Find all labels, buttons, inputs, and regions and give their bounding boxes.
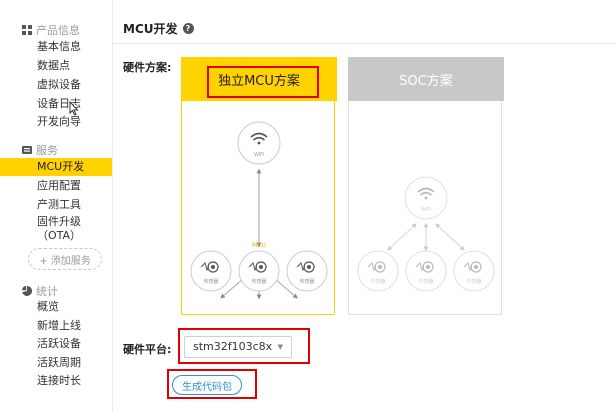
sensor-node: 传感器 — [453, 250, 495, 292]
sidebar-group-services: 服务 — [22, 142, 58, 158]
sidebar-item-firmware-ota[interactable]: 固件升级 （OTA） — [0, 214, 112, 244]
sensor-node: 传感器 — [238, 250, 280, 292]
sidebar-item-basic-info[interactable]: 基本信息 — [37, 40, 81, 53]
sidebar-item-dev-wizard[interactable]: 开发向导 — [37, 115, 81, 128]
soc-scheme-card[interactable]: SOC方案 WiFi 传感器 传感器 — [348, 57, 504, 315]
wifi-icon — [250, 132, 268, 145]
sidebar-group-title: 服务 — [36, 144, 58, 157]
sidebar: 产品信息 基本信息 数据点 虚拟设备 设备日志 开发向导 服务 MCU开发 应用… — [0, 0, 113, 411]
wifi-icon — [417, 187, 435, 200]
hardware-platform-select[interactable]: stm32f103c8x ▼ — [184, 336, 292, 358]
sensor-label: 传感器 — [466, 278, 481, 285]
sidebar-item-device-log[interactable]: 设备日志 — [37, 97, 81, 110]
sensor-icon — [374, 261, 386, 273]
pie-chart-icon — [22, 286, 32, 296]
sensor-node: 传感器 — [405, 250, 447, 292]
mcu-card-header: 独立MCU方案 — [181, 57, 337, 101]
title-divider — [113, 43, 616, 44]
sensor-node: 传感器 — [190, 250, 232, 292]
sidebar-item-mcu-dev[interactable]: MCU开发 — [0, 158, 112, 176]
sensor-label: 传感器 — [251, 278, 266, 285]
sidebar-item-datapoints[interactable]: 数据点 — [37, 59, 70, 72]
mouse-cursor-icon — [69, 101, 79, 116]
soc-sensor-link — [387, 223, 417, 251]
soc-architecture-diagram: WiFi 传感器 传感器 传感器 — [357, 176, 495, 292]
sensor-icon — [422, 261, 434, 273]
wifi-node-label: WiFi — [254, 152, 264, 158]
sensor-label: 传感器 — [370, 278, 385, 285]
mcu-card-title: 独立MCU方案 — [218, 73, 300, 89]
soc-sensor-link — [435, 223, 465, 251]
mcu-node-label: MCU — [252, 242, 266, 249]
main-content: MCU开发 ? 硬件方案: — [113, 0, 616, 411]
sidebar-item-connection-duration[interactable]: 连接时长 — [37, 374, 81, 387]
sidebar-item-label: 固件升级 — [37, 215, 81, 228]
sensor-icon — [470, 261, 482, 273]
sensor-label: 传感器 — [418, 278, 433, 285]
soc-card-title: SOC方案 — [399, 73, 453, 89]
page-title-text: MCU开发 — [123, 22, 178, 36]
wifi-node-label: WiFi — [421, 207, 431, 213]
soc-card-header: SOC方案 — [348, 57, 504, 101]
sidebar-item-label: （OTA） — [37, 229, 82, 242]
sidebar-item-app-config[interactable]: 应用配置 — [37, 179, 81, 192]
help-icon[interactable]: ? — [182, 23, 194, 34]
sidebar-item-active-cycle[interactable]: 活跃周期 — [37, 356, 81, 369]
generate-code-package-button[interactable]: 生成代码包 — [172, 375, 242, 395]
mcu-scheme-card[interactable]: 独立MCU方案 WiFi MCU 传感器 — [181, 57, 337, 315]
sidebar-item-production-test[interactable]: 产测工具 — [37, 198, 81, 211]
sidebar-item-virtual-device[interactable]: 虚拟设备 — [37, 78, 81, 91]
sidebar-item-new-online[interactable]: 新增上线 — [37, 319, 81, 332]
wifi-module-node — [404, 176, 448, 220]
sidebar-item-active-devices[interactable]: 活跃设备 — [37, 337, 81, 350]
sidebar-group-product-info: 产品信息 — [22, 22, 80, 38]
grid-icon — [22, 25, 32, 35]
sensor-label: 传感器 — [299, 278, 314, 285]
caret-down-icon: ▼ — [277, 343, 283, 351]
sidebar-group-statistics: 统计 — [22, 283, 58, 299]
sidebar-group-title: 统计 — [36, 285, 58, 298]
select-value: stm32f103c8x — [193, 340, 273, 353]
sidebar-item-overview[interactable]: 概览 — [37, 300, 59, 313]
hardware-platform-label: 硬件平台: — [123, 343, 172, 356]
sensor-node: 传感器 — [357, 250, 399, 292]
sensor-node: 传感器 — [286, 250, 328, 292]
mcu-sensor-row: 传感器 传感器 传感器 — [190, 250, 328, 292]
sensor-label: 传感器 — [203, 278, 218, 285]
layers-icon — [22, 146, 32, 154]
add-service-button[interactable]: + 添加服务 — [28, 248, 102, 270]
hardware-scheme-label: 硬件方案: — [123, 61, 172, 74]
sidebar-group-title: 产品信息 — [36, 24, 80, 37]
page-title: MCU开发 ? — [123, 20, 194, 37]
